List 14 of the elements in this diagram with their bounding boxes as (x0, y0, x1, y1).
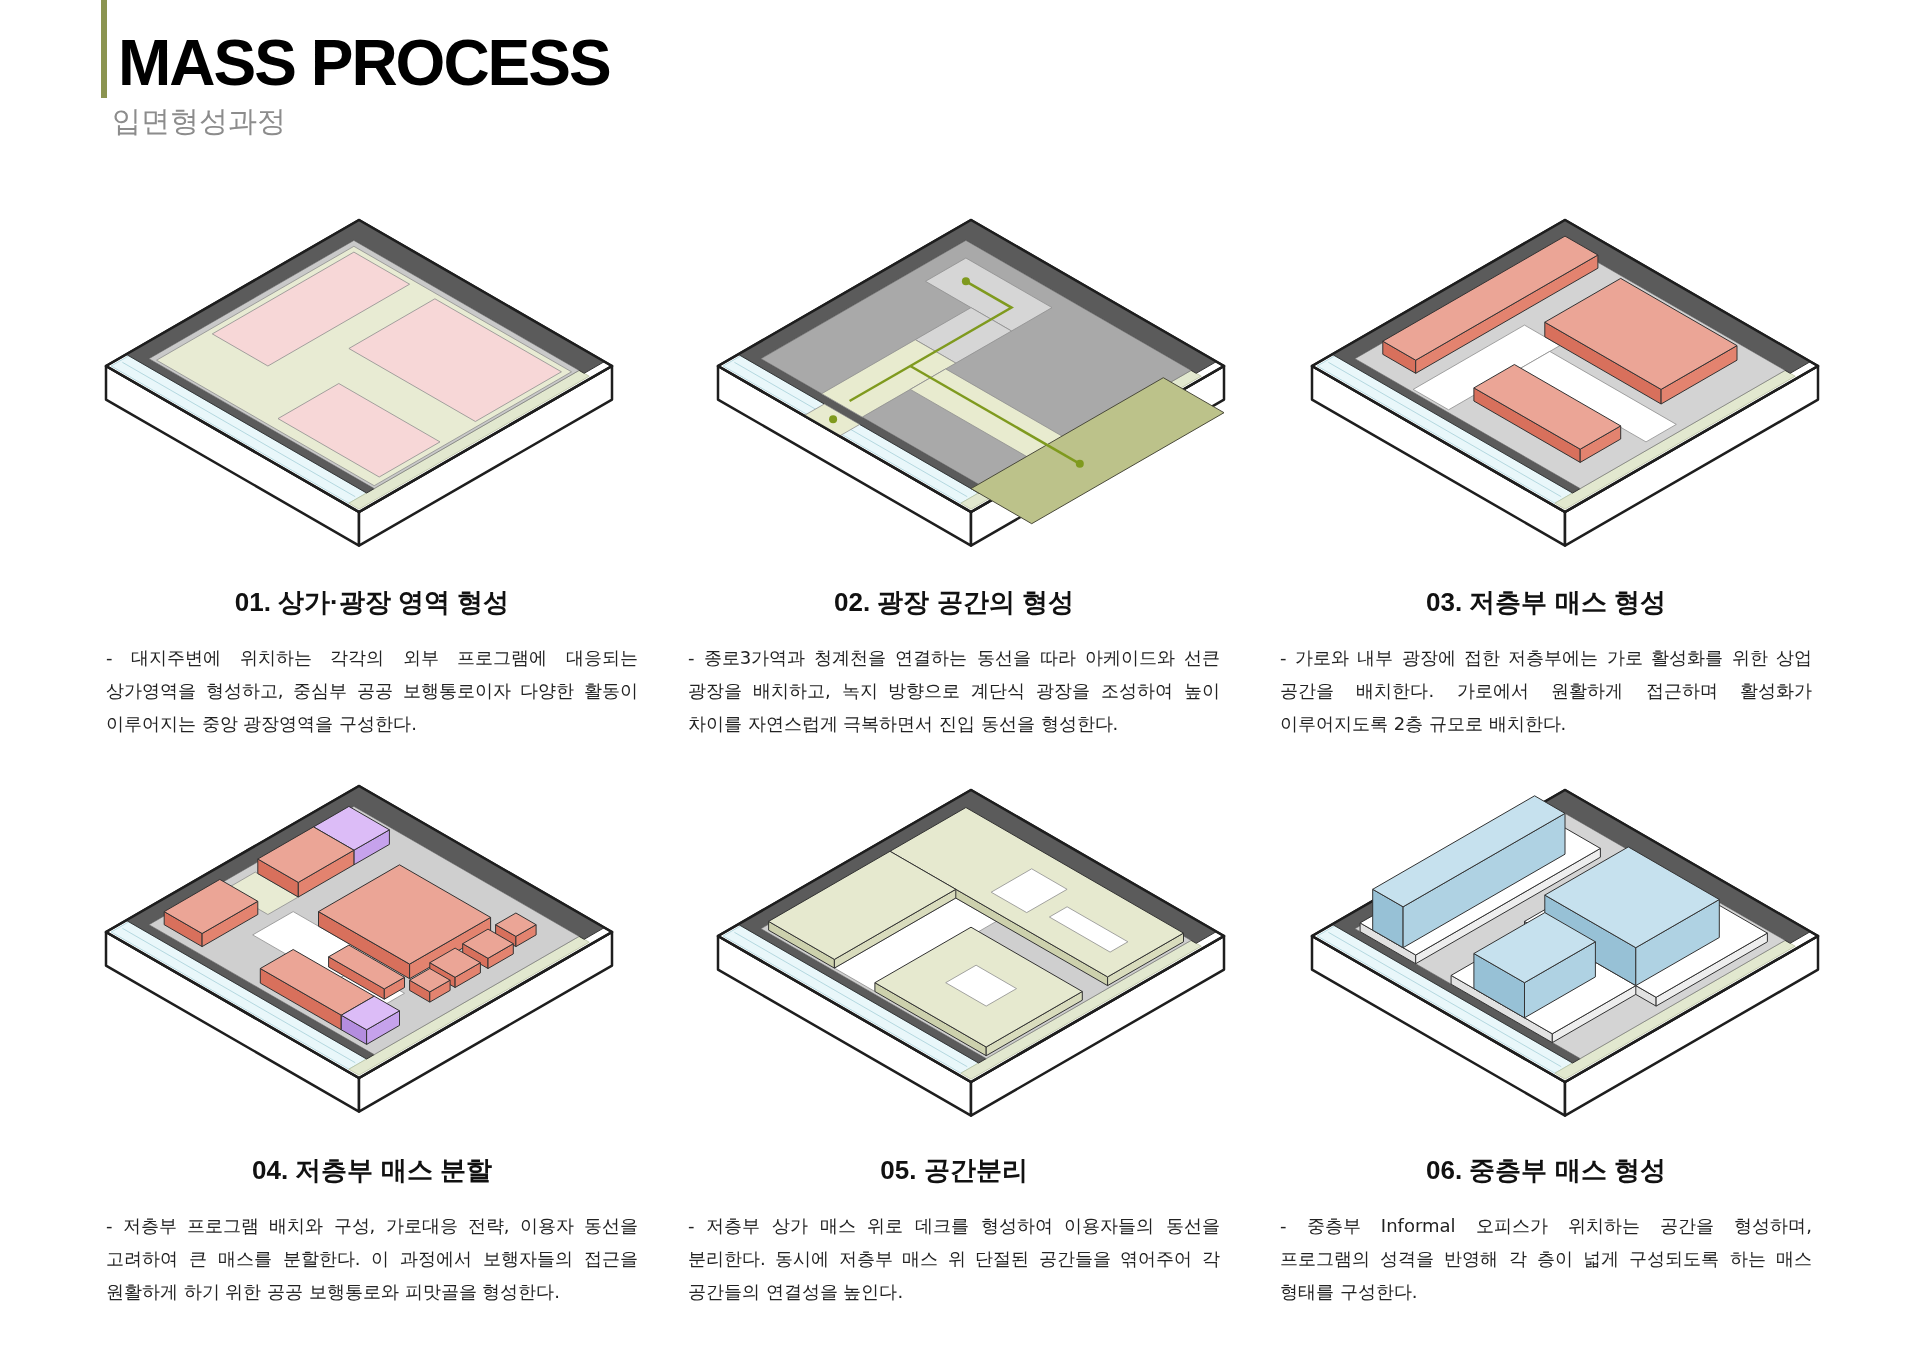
step-description: - 저층부 프로그램 배치와 구성, 가로대응 전략, 이용자 동선을 고려하여 큰 매스를 분할한다. 이 과정에서 보행자들의 접근을 원활하게 하기 위한 공공 보행통로와 피맛골을 형성한다. (106, 1214, 638, 1304)
subtitle: 입면형성과정 (112, 104, 286, 139)
step-heading: 03. 저층부 매스 형성 (1426, 586, 1666, 619)
step-description: - 종로3가역과 청계천을 연결하는 동선을 따라 아케이드와 선큰 광장을 배치하고, 녹지 방향으로 계단식 광장을 조성하여 높이 차이를 자연스럽게 극복하면서 진입 동선을 형성한다. (688, 646, 1220, 736)
title: MASS PROCESS (118, 31, 610, 95)
step-description: - 중층부 Informal 오피스가 위치하는 공간을 형성하며, 프로그램의 성격을 반영해 각 층이 넓게 구성되도록 하는 매스 형태를 구성한다. (1280, 1214, 1812, 1304)
step-description: - 저층부 상가 매스 위로 데크를 형성하여 이용자들의 동선을 분리한다. 동시에 저층부 매스 위 단절된 공간들을 엮어주어 각 공간들의 연결성을 높인다. (688, 1214, 1220, 1304)
step-description: - 대지주변에 위치하는 각각의 외부 프로그램에 대응되는 상가영역을 형성하고, 중심부 공공 보행통로이자 다양한 활동이 이루어지는 중앙 광장영역을 구성한다. (106, 646, 638, 736)
step-heading: 06. 중층부 매스 형성 (1426, 1154, 1666, 1187)
step-heading: 05. 공간분리 (880, 1154, 1028, 1187)
step-heading: 01. 상가·광장 영역 형성 (234, 586, 510, 619)
step-description: - 가로와 내부 광장에 접한 저층부에는 가로 활성화를 위한 상업 공간을 배치한다. 가로에서 원활하게 접근하며 활성화가 이루어지도록 2층 규모로 배치한다. (1280, 646, 1812, 736)
step-heading: 02. 광장 공간의 형성 (834, 586, 1074, 619)
step-heading: 04. 저층부 매스 분할 (252, 1154, 492, 1187)
